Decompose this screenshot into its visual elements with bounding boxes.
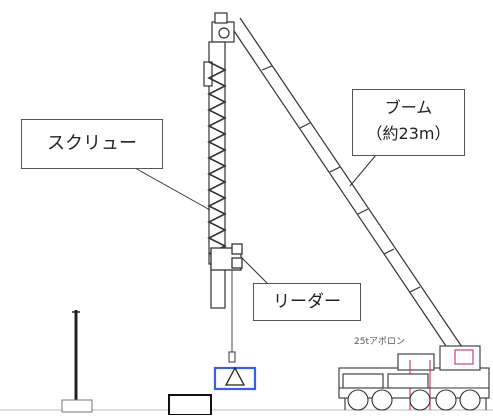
boom-label-line1: ブーム [384,98,433,117]
crane-truck [338,345,490,411]
screw-label: スクリュー [21,119,163,169]
boom-label: ブーム （約23m） [352,89,465,156]
boom-callout-line [349,154,377,187]
leader-callout-line [241,257,269,285]
boom-label-line2: （約23m） [366,124,451,143]
drive-unit [210,243,243,271]
hook-block [228,351,236,363]
screw-auger [207,61,227,255]
crane-model-label: 25tアポロン [354,337,405,347]
boom-head [211,12,235,43]
hook-triangle [224,366,246,386]
screw-callout-line [134,167,211,211]
ground-box [168,394,212,416]
left-mast [61,310,93,413]
leader-label: リーダー [253,283,361,321]
